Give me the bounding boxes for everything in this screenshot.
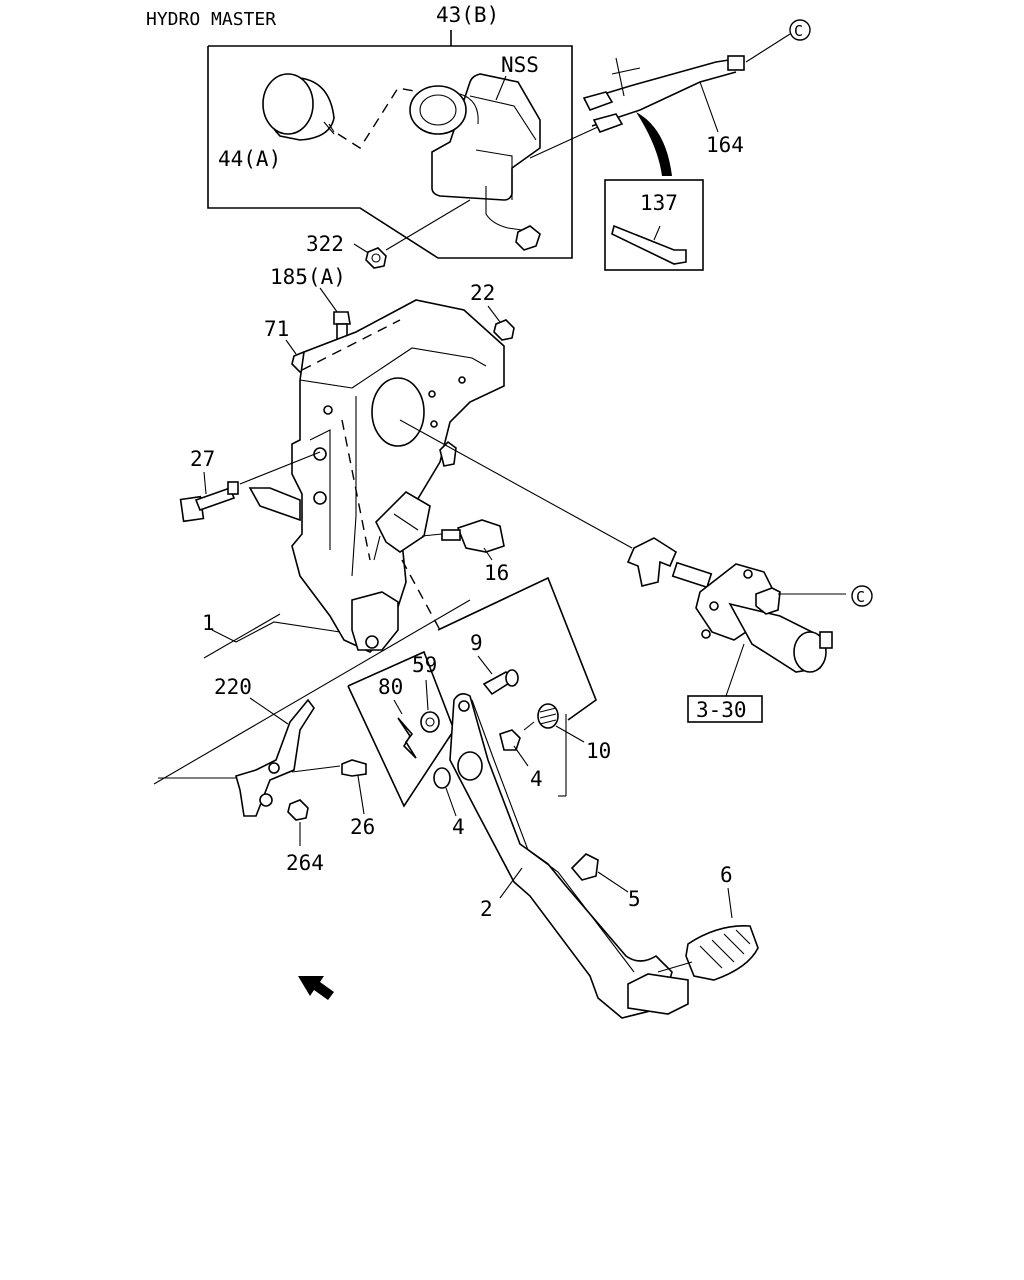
clutch-switch-16 — [421, 519, 505, 553]
reservoir-group-box — [207, 30, 573, 259]
nut-264 — [287, 799, 309, 821]
hydraulic-hose — [582, 33, 791, 133]
label-1: 1 — [202, 611, 215, 635]
pin-27 — [179, 481, 239, 523]
label-185a: 185(A) — [270, 265, 346, 289]
diagram-title: HYDRO MASTER — [146, 9, 276, 30]
label-59: 59 — [412, 653, 437, 677]
bracket-220 — [235, 698, 315, 817]
label-137: 137 — [640, 191, 678, 215]
callout-c-right: C — [851, 585, 873, 607]
bushing-4b — [433, 767, 451, 789]
label-220: 220 — [214, 675, 252, 699]
label-16: 16 — [484, 561, 509, 585]
label-44a: 44(A) — [218, 147, 281, 171]
label-2: 2 — [480, 897, 493, 921]
bushing-4a — [499, 729, 521, 751]
washer-59 — [420, 711, 440, 733]
detail-arrow — [636, 112, 672, 176]
label-9: 9 — [470, 631, 483, 655]
spring-10 — [523, 703, 559, 731]
cable-tie — [611, 224, 687, 265]
clip-80 — [397, 717, 417, 759]
label-164: 164 — [706, 133, 744, 157]
label-71: 71 — [264, 317, 289, 341]
label-26: 26 — [350, 815, 375, 839]
label-6: 6 — [720, 863, 733, 887]
label-22: 22 — [470, 281, 495, 305]
label-3-30: 3-30 — [696, 698, 747, 722]
nut-322 — [365, 247, 387, 269]
label-4a: 4 — [530, 767, 543, 791]
pedal-bracket — [248, 299, 505, 653]
label-5: 5 — [628, 887, 641, 911]
label-10: 10 — [586, 739, 611, 763]
label-322: 322 — [306, 232, 344, 256]
svg-text:C: C — [794, 22, 803, 40]
label-27: 27 — [190, 447, 215, 471]
label-43b: 43(B) — [436, 3, 499, 27]
reservoir-tank — [409, 73, 541, 251]
label-80: 80 — [378, 675, 403, 699]
pedal-pad-6 — [685, 925, 759, 981]
ref-box-3-30 — [687, 695, 763, 723]
label-264: 264 — [286, 851, 324, 875]
bolt-26 — [341, 759, 367, 777]
stopper-5 — [570, 853, 599, 881]
callout-c-top: C — [789, 19, 811, 41]
label-4b: 4 — [452, 815, 465, 839]
pin-9 — [482, 669, 519, 696]
label-nss: NSS — [501, 53, 539, 77]
svg-text:C: C — [856, 588, 865, 606]
nut-22 — [493, 319, 515, 341]
front-arrow-icon — [298, 976, 334, 1000]
reservoir-cap — [262, 73, 335, 141]
detail-box-137 — [604, 179, 704, 271]
clutch-pedal-arm — [449, 692, 689, 1019]
master-cylinder — [626, 537, 846, 673]
